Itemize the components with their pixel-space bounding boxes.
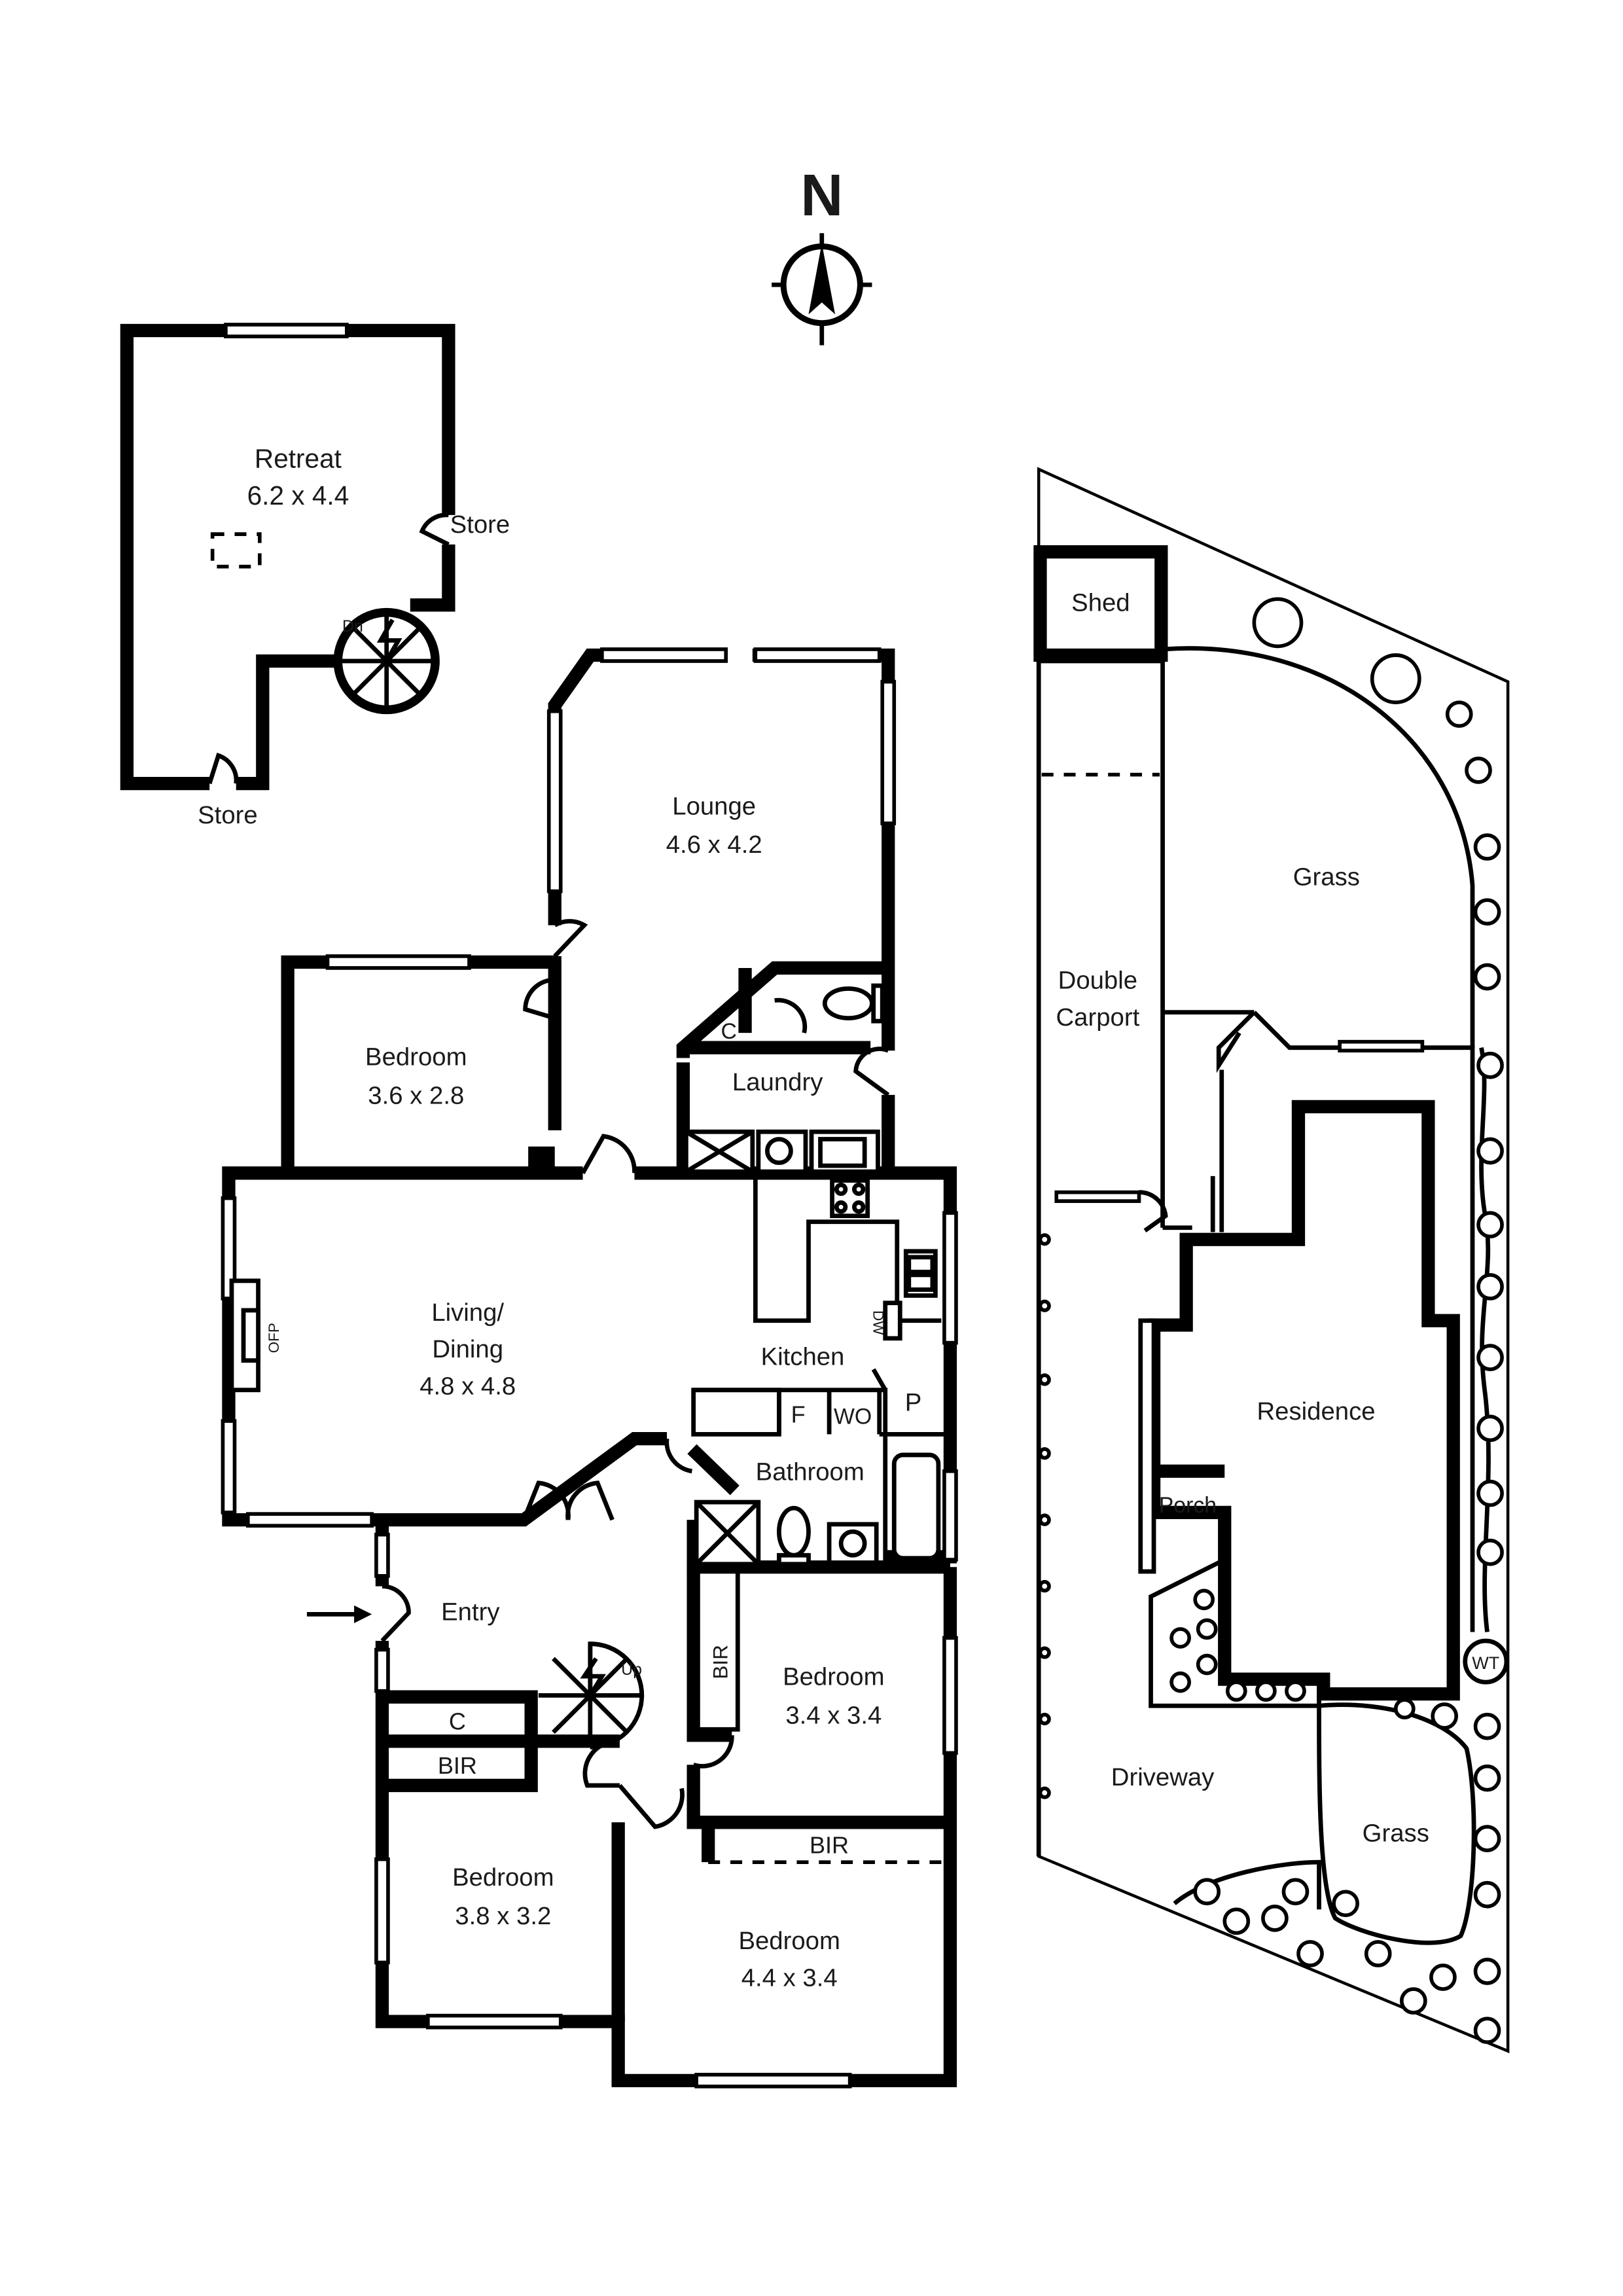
bedroom2-dims: 3.4 x 3.4 <box>785 1701 882 1729</box>
carport-label-line2: Carport <box>1056 1003 1139 1031</box>
bedroom1-name: Bedroom <box>365 1043 467 1071</box>
grass-bottom-label: Grass <box>1363 1820 1429 1848</box>
closet-bir-label: BIR <box>438 1752 477 1779</box>
bedroom4-dims: 4.4 x 3.4 <box>741 1964 838 1992</box>
retreat-store-bottom-label: Store <box>198 801 258 829</box>
retreat-walls <box>120 323 455 791</box>
entry-spiral-stair-icon <box>538 1641 645 1749</box>
bedroom1-dims: 3.6 x 2.8 <box>368 1081 464 1109</box>
lounge-name: Lounge <box>672 792 756 820</box>
compass-north-label: N <box>800 162 843 228</box>
bedroom4-robe-label: BIR <box>810 1832 849 1859</box>
retreat-room-dims: 6.2 x 4.4 <box>247 480 349 511</box>
living-name-line1: Living/ <box>431 1299 504 1327</box>
driveway-label: Driveway <box>1111 1763 1215 1791</box>
north-compass-icon <box>772 233 872 346</box>
water-tank-label: WT <box>1472 1653 1499 1673</box>
site-buildings <box>1033 545 1509 1701</box>
entry-name: Entry <box>441 1598 500 1626</box>
wall-oven-label: WO <box>834 1405 872 1429</box>
lounge-dims: 4.6 x 4.2 <box>666 831 762 859</box>
house-windows <box>221 647 958 2089</box>
retreat-stair-dn-label: Dn <box>342 618 363 636</box>
kitchen-name: Kitchen <box>761 1342 845 1371</box>
house-fixtures <box>229 983 942 1567</box>
retreat-store-right-label: Store <box>450 511 510 539</box>
retreat-room-name: Retreat <box>255 444 342 474</box>
bedroom4-name: Bedroom <box>738 1927 840 1955</box>
residence-label: Residence <box>1257 1397 1376 1426</box>
pantry-label: P <box>905 1388 922 1416</box>
bedroom3-name: Bedroom <box>452 1863 554 1892</box>
site-boundary <box>1036 467 1510 2054</box>
closet-c-label: C <box>449 1708 466 1734</box>
bathroom-name: Bathroom <box>756 1458 865 1486</box>
bedroom2-name: Bedroom <box>783 1663 884 1691</box>
house-doors <box>380 919 890 1829</box>
entry-stair-up-label: Up <box>621 1661 642 1679</box>
site-trees <box>1038 597 1504 2045</box>
porch-label: Porch <box>1159 1493 1217 1518</box>
living-name-line2: Dining <box>432 1335 503 1363</box>
laundry-name: Laundry <box>732 1068 823 1096</box>
laundry-cupboard-label: C <box>721 1019 737 1044</box>
grass-top-label: Grass <box>1293 863 1360 891</box>
carport-label-line1: Double <box>1058 967 1137 995</box>
retreat-spiral-stair-icon <box>333 607 440 715</box>
fireplace-label: OFP <box>266 1323 282 1353</box>
bedroom3-dims: 3.8 x 3.2 <box>455 1902 551 1930</box>
entry-arrow-icon <box>306 1605 372 1623</box>
dishwasher-label: DW <box>870 1310 887 1335</box>
fridge-label: F <box>791 1401 806 1427</box>
living-dims: 4.8 x 4.8 <box>419 1372 516 1401</box>
bedroom2-robe-label: BIR <box>708 1645 732 1679</box>
shed-label: Shed <box>1071 588 1130 617</box>
